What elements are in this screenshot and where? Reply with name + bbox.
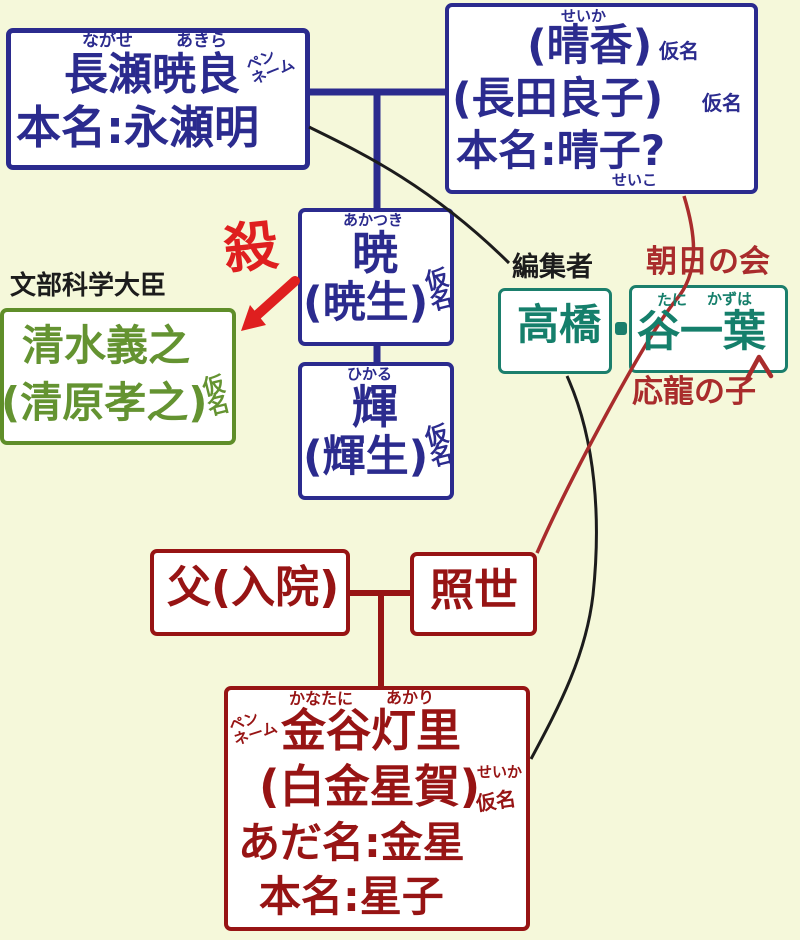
alias-osada-ryoko: (長田良子) (452, 74, 664, 124)
node-box-father (150, 549, 350, 636)
alias-haruka: (晴香) (527, 21, 653, 71)
name-kanatani-akari: 金谷灯里 (281, 704, 462, 757)
name-akatsuki: 暁 (352, 226, 398, 280)
name-hikaru: 輝 (352, 380, 398, 434)
alias-osada-note: 仮名 (702, 91, 742, 115)
furigana-kazuha: かずは (707, 290, 753, 308)
name-father: 父(入院) (167, 562, 340, 613)
name-takahashi: 高橋 (517, 300, 602, 349)
alias-haruka-note: 仮名 (659, 39, 699, 63)
kill-arrow-head (241, 305, 266, 331)
editor-curve-takahashi-kanatani (529, 375, 598, 760)
real-name-nagase: 本名:永瀬明 (16, 101, 259, 154)
real-name-kanatani: 本名:星子 (259, 872, 444, 921)
role-label-minister: 文部科学大臣 (10, 271, 167, 301)
furigana-seiko: せいこ (612, 171, 658, 189)
name-shimizu: 清水義之 (22, 321, 191, 370)
asahi-group-annotation: 朝日の会 (646, 244, 770, 280)
name-nagase-akira: 長瀬暁良 (64, 49, 240, 100)
alias-shirogane-furigana: せいか (477, 763, 523, 781)
furigana-hikaru: ひかる (347, 365, 393, 383)
alias-shirogane-note: 仮名 (474, 786, 518, 816)
kill-arrow-shaft (251, 276, 300, 321)
furigana-akari: あかり (386, 688, 435, 707)
node-box-teruyo (410, 552, 537, 636)
kill-annotation: 殺 (220, 213, 282, 282)
editor-separator-dot (615, 322, 627, 335)
furigana-kanatani: かなたに (289, 689, 354, 708)
role-label-editor: 編集者 (512, 252, 593, 283)
alias-hikaru: (輝生) (303, 432, 429, 482)
real-name-haruko: 本名:晴子? (456, 126, 666, 175)
furigana-akira: あきら (176, 31, 227, 51)
nickname-kanatani: あだ名:金星 (238, 818, 465, 867)
alias-akatsuki: (暁生) (303, 278, 429, 328)
name-tani-kazuha: 谷一葉 (637, 307, 766, 357)
alias-kiyohara: (清原孝之) (1, 378, 208, 427)
oryu-child-annotation: 応龍の子 (632, 374, 756, 410)
furigana-seika: せいか (561, 7, 607, 25)
alias-shirogane: (白金星賀) (259, 760, 481, 813)
node-box-kanatani (224, 686, 530, 931)
name-teruyo: 照世 (430, 565, 518, 616)
node-box-shimizu (0, 308, 236, 445)
node-box-nagase (6, 28, 310, 170)
furigana-nagase: ながせ (82, 31, 133, 51)
